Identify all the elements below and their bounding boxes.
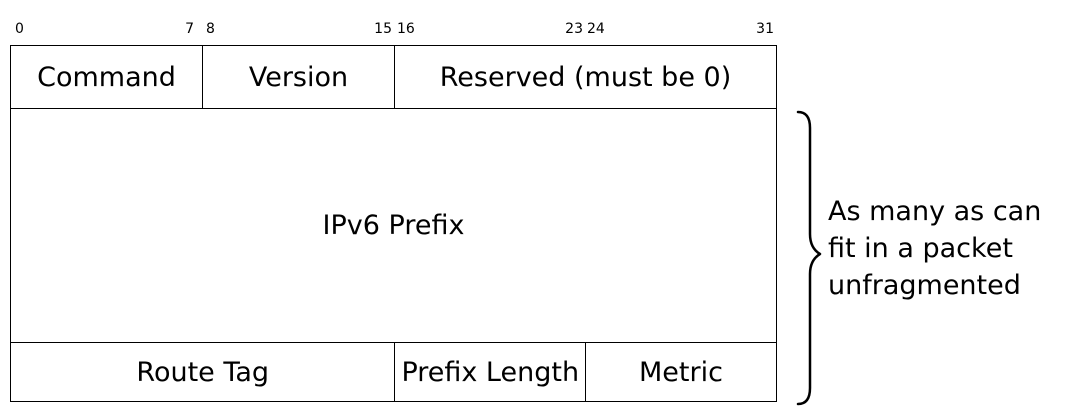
metric-field: Metric xyxy=(585,342,777,402)
route-tag-field-label: Route Tag xyxy=(136,356,270,388)
prefix-length-field-label: Prefix Length xyxy=(401,356,580,388)
repeat-annotation: As many as can fit in a packet unfragmen… xyxy=(828,193,1041,304)
command-field-label: Command xyxy=(37,61,176,93)
command-field: Command xyxy=(10,45,203,109)
route-tag-field: Route Tag xyxy=(10,342,396,402)
version-field: Version xyxy=(201,45,396,109)
bit-label-31: 31 xyxy=(756,21,774,37)
curly-brace-icon xyxy=(796,110,822,406)
bit-label-24: 24 xyxy=(587,21,605,37)
reserved-field-label: Reserved (must be 0) xyxy=(439,61,732,93)
ipv6-prefix-field-label: IPv6 Prefix xyxy=(322,210,465,241)
annotation-line-3: unfragmented xyxy=(828,270,1021,301)
bit-label-0: 0 xyxy=(15,21,24,37)
version-field-label: Version xyxy=(248,61,349,93)
annotation-line-1: As many as can xyxy=(828,196,1042,227)
prefix-length-field: Prefix Length xyxy=(394,342,587,402)
bit-label-23: 23 xyxy=(565,21,583,37)
ipv6-prefix-field: IPv6 Prefix xyxy=(10,107,777,344)
bit-label-7: 7 xyxy=(185,21,194,37)
reserved-field: Reserved (must be 0) xyxy=(394,45,777,109)
bit-label-16: 16 xyxy=(397,21,415,37)
bit-label-15: 15 xyxy=(374,21,392,37)
annotation-line-2: fit in a packet xyxy=(828,233,1013,264)
metric-field-label: Metric xyxy=(639,356,723,388)
bit-label-8: 8 xyxy=(206,21,215,37)
